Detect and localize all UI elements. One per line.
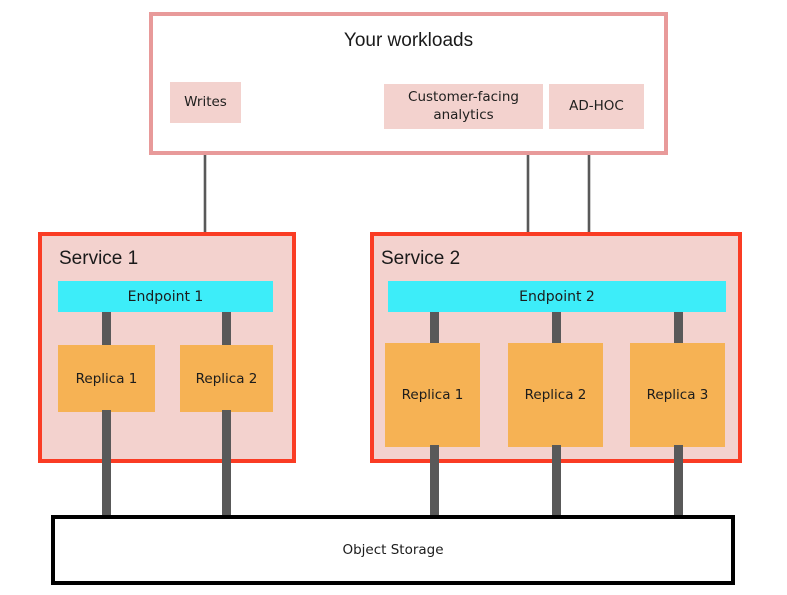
workload-chip-ad-hoc[interactable]: AD-HOC	[549, 84, 644, 129]
pipe-s2-replica1-to-storage	[430, 445, 439, 518]
pipe-s2-replica3-to-storage	[674, 445, 683, 518]
pipe-endpoint1-to-s1-replica2	[222, 312, 231, 347]
service-2-endpoint[interactable]: Endpoint 2	[388, 281, 726, 312]
pipe-s2-replica2-to-storage	[552, 445, 561, 518]
service-1-replica-1[interactable]: Replica 1	[58, 345, 155, 412]
service-2-replica-1[interactable]: Replica 1	[385, 343, 480, 447]
pipe-endpoint2-to-s2-replica3	[674, 312, 683, 345]
object-storage-box[interactable]: Object Storage	[51, 515, 735, 585]
service-1-label: Service 1	[59, 248, 139, 269]
workload-chip-customer-facing-analytics[interactable]: Customer-facing analytics	[384, 84, 543, 129]
workload-chip-writes[interactable]: Writes	[170, 82, 241, 123]
service-1-replica-2[interactable]: Replica 2	[180, 345, 273, 412]
service-2-replica-3[interactable]: Replica 3	[630, 343, 725, 447]
workloads-title: Your workloads	[343, 30, 474, 51]
pipe-s1-replica1-to-storage	[102, 410, 111, 518]
pipe-endpoint1-to-s1-replica1	[102, 312, 111, 347]
service-1-endpoint[interactable]: Endpoint 1	[58, 281, 273, 312]
pipe-endpoint2-to-s2-replica1	[430, 312, 439, 345]
service-2-replica-2[interactable]: Replica 2	[508, 343, 603, 447]
pipe-s1-replica2-to-storage	[222, 410, 231, 518]
service-2-label: Service 2	[381, 248, 461, 269]
pipe-endpoint2-to-s2-replica2	[552, 312, 561, 345]
